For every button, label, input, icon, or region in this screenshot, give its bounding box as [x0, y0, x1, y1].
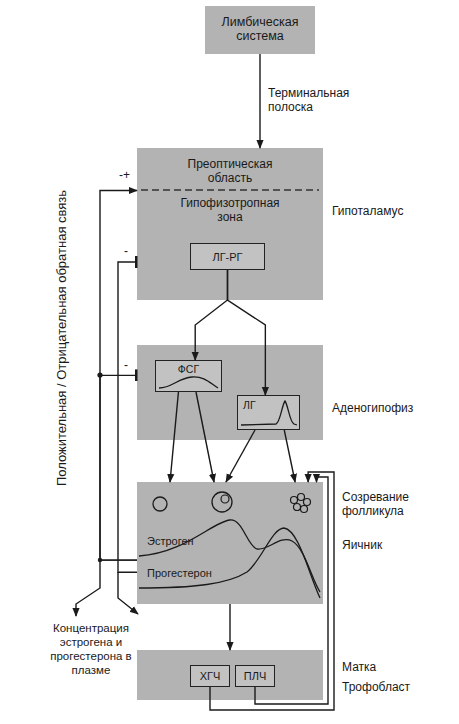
organ-box: МаткаТрофобластХГЧПЛЧ: [137, 650, 323, 700]
hormone-box: ФСГ: [155, 360, 222, 392]
node-text: Аденогипофиз: [332, 401, 413, 415]
annotation: -: [124, 358, 128, 372]
organ-box: Созревание фолликулаЯичникЭстрогенПрогес…: [137, 482, 323, 604]
node-text: Трофобласт: [342, 680, 410, 694]
organ-box: Преоптическая областьГипофизотропная зон…: [137, 148, 323, 300]
annotation: Концентрация эстрогена и прогестерона в …: [30, 621, 152, 677]
hormone-box: ПЛЧ: [235, 665, 275, 687]
node-text: ХГЧ: [191, 669, 229, 683]
organ-box: Лимбическая система: [205, 6, 315, 54]
junction-dot: [98, 558, 102, 562]
node-text: Прогестерон: [147, 566, 212, 580]
node-text: Яичник: [342, 538, 382, 552]
connector-arrow: [100, 375, 137, 560]
node-text: ФСГ: [156, 362, 221, 376]
annotation: -: [124, 244, 128, 258]
node-text: Лимбическая система: [205, 15, 315, 43]
plasma-arrow: [118, 572, 138, 614]
organ-box: АденогипофизФСГЛГ: [137, 345, 323, 440]
node-text: Эстроген: [147, 534, 194, 548]
node-text: Созревание фолликула: [342, 490, 442, 518]
connector-arrow: [100, 191, 137, 561]
node-text: ЛГ: [243, 398, 256, 412]
junction-dot: [97, 372, 102, 377]
connector-arrow: [259, 54, 260, 148]
node-text: Гипофизотропная зона: [170, 196, 290, 224]
plasma-arrow: [76, 560, 100, 616]
node-text: Гипоталамус: [332, 204, 403, 218]
node-text: ЛГ-РГ: [191, 250, 264, 264]
edge-label: Терминальная полоска: [268, 86, 363, 114]
hormone-box: ХГЧ: [190, 665, 230, 687]
node-text: Преоптическая область: [170, 157, 290, 185]
node-text: Матка: [342, 660, 376, 674]
annotation: -+: [119, 168, 130, 182]
hormone-box: ЛГ: [237, 395, 300, 430]
connector-arrow: [118, 262, 137, 572]
hormone-box: ЛГ-РГ: [190, 243, 265, 270]
connector-arrow: [229, 604, 230, 650]
node-text: ПЛЧ: [236, 669, 274, 683]
annotation: Положительная / Отрицательная обратная с…: [55, 190, 69, 486]
